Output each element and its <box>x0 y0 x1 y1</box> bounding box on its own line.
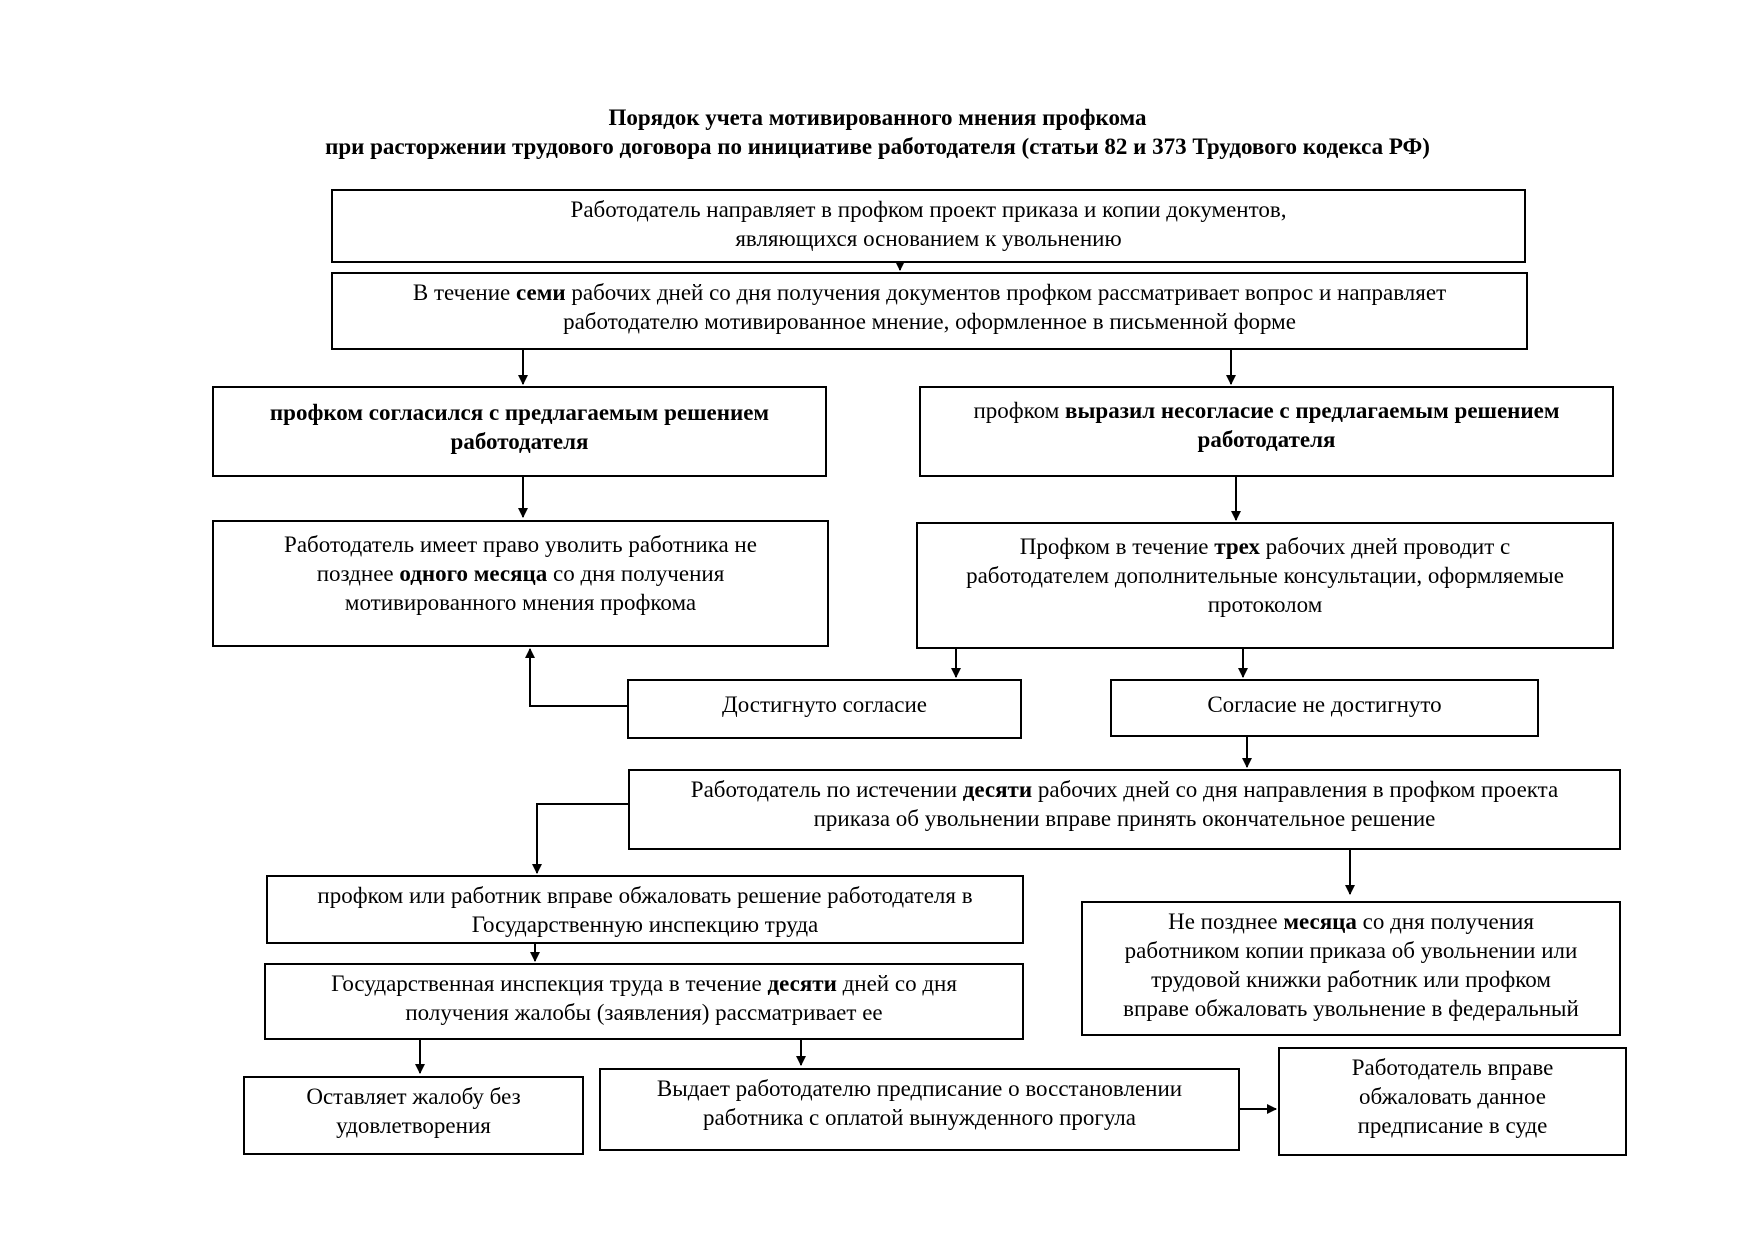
agreement-not-reached-box: Согласие не достигнуто <box>1110 679 1539 737</box>
box-text: Согласие не достигнуто <box>1207 692 1442 717</box>
emphasized-text: семи <box>516 280 566 305</box>
box-text-line: Достигнуто согласие <box>639 690 1010 719</box>
box-text-line: Профком в течение трех рабочих дней пров… <box>928 532 1602 561</box>
box-text: вправе обжаловать увольнение в федеральн… <box>1123 996 1579 1021</box>
box-text: позднее <box>316 561 400 586</box>
box-text: получения жалобы (заявления) рассматрива… <box>405 1000 883 1025</box>
step-send-documents-box: Работодатель направляет в профком проект… <box>331 189 1526 263</box>
box-text-line: работодателя <box>224 427 815 456</box>
box-text: работодателю мотивированное мнение, офор… <box>563 309 1296 334</box>
box-text-line: вправе обжаловать увольнение в федеральн… <box>1093 994 1609 1023</box>
box-text: Оставляет жалобу без <box>306 1084 521 1109</box>
box-text: Работодатель направляет в профком проект… <box>570 197 1287 222</box>
emphasized-text: работодателя <box>450 429 589 454</box>
box-text: со дня получения <box>547 561 725 586</box>
box-text-line: Работодатель по истечении десяти рабочих… <box>640 775 1609 804</box>
emphasized-text: выразил несогласие с предлагаемым решени… <box>1065 398 1560 423</box>
box-text-line: работодателю мотивированное мнение, офор… <box>343 307 1516 336</box>
union-agreed-box: профком согласился с предлагаемым решени… <box>212 386 827 477</box>
box-text-line: Работодатель вправе <box>1290 1053 1615 1082</box>
emphasized-text: одного месяца <box>399 561 548 586</box>
box-text-line: работником копии приказа об увольнении и… <box>1093 936 1609 965</box>
arrow-final-to-inspection-appeal <box>532 803 628 874</box>
emphasized-text: трех <box>1214 534 1260 559</box>
box-text: Профком в течение <box>1019 534 1215 559</box>
box-text-line: трудовой книжки работник или профком <box>1093 965 1609 994</box>
box-text-line: обжаловать данное <box>1290 1082 1615 1111</box>
box-text-line: позднее одного месяца со дня получения <box>224 559 817 588</box>
emphasized-text: десяти <box>767 971 837 996</box>
box-text-line: Выдает работодателю предписание о восста… <box>611 1074 1228 1103</box>
diagram-title-line-2: при расторжении трудового договора по ин… <box>325 134 1430 159</box>
box-text: рабочих дней со дня направления в профко… <box>1032 777 1559 802</box>
final-decision-ten-days-box: Работодатель по истечении десяти рабочих… <box>628 769 1621 850</box>
box-text-line: протоколом <box>928 590 1602 619</box>
box-text: являющихся основанием к увольнению <box>735 226 1122 251</box>
box-text-line: получения жалобы (заявления) рассматрива… <box>276 998 1012 1027</box>
box-text-line: мотивированного мнения профкома <box>224 588 817 617</box>
emphasized-text: работодателя <box>1197 427 1336 452</box>
box-text-line: Не позднее месяца со дня получения <box>1093 907 1609 936</box>
box-text-line: являющихся основанием к увольнению <box>343 224 1514 253</box>
box-text: Достигнуто согласие <box>722 692 927 717</box>
box-text-line: работника с оплатой вынужденного прогула <box>611 1103 1228 1132</box>
agreement-reached-box: Достигнуто согласие <box>627 679 1022 739</box>
box-text-line: Работодатель направляет в профком проект… <box>343 195 1514 224</box>
union-disagreed-box: профком выразил несогласие с предлагаемы… <box>919 386 1614 477</box>
box-text: обжаловать данное <box>1359 1084 1546 1109</box>
emphasized-text: профком согласился с предлагаемым решени… <box>269 400 770 425</box>
employer-court-appeal-box: Работодатель вправе обжаловать данное пред… <box>1278 1047 1627 1156</box>
box-text: Работодатель имеет право уволить работни… <box>284 532 757 557</box>
box-text: В течение <box>412 280 516 305</box>
box-text: приказа об увольнении вправе принять око… <box>813 806 1436 831</box>
box-text-line: работодателем дополнительные консультаци… <box>928 561 1602 590</box>
box-text: рабочих дней со дня получения документов… <box>565 280 1447 305</box>
box-text: работника с оплатой вынужденного прогула <box>703 1105 1136 1130</box>
box-text-line: приказа об увольнении вправе принять око… <box>640 804 1609 833</box>
box-text-line: работодателя <box>931 425 1602 454</box>
box-text-line: предписание в суде <box>1290 1111 1615 1140</box>
box-text: профком <box>973 398 1066 423</box>
box-text: работодателем дополнительные консультаци… <box>966 563 1564 588</box>
box-text: рабочих дней проводит с <box>1259 534 1511 559</box>
box-text-line: профком согласился с предлагаемым решени… <box>224 398 815 427</box>
emphasized-text: месяца <box>1283 909 1357 934</box>
box-text: Не позднее <box>1168 909 1284 934</box>
box-text: работником копии приказа об увольнении и… <box>1124 938 1578 963</box>
emphasized-text: десяти <box>962 777 1033 802</box>
appeal-to-inspection-box: профком или работник вправе обжаловать р… <box>266 875 1024 944</box>
box-text-line: Государственную инспекцию труда <box>278 910 1012 939</box>
box-text-line: Работодатель имеет право уволить работни… <box>224 530 817 559</box>
box-text-line: удовлетворения <box>255 1111 572 1140</box>
box-text-line: Государственная инспекция труда в течени… <box>276 969 1012 998</box>
step-review-seven-days-box: В течение семи рабочих дней со дня получ… <box>331 272 1528 350</box>
box-text: Работодатель по истечении <box>690 777 963 802</box>
box-text: Государственную инспекцию труда <box>471 912 819 937</box>
box-text: Работодатель вправе <box>1351 1055 1554 1080</box>
box-text: профком или работник вправе обжаловать р… <box>317 883 973 908</box>
box-text: мотивированного мнения профкома <box>344 590 697 615</box>
reinstatement-order-box: Выдает работодателю предписание о восста… <box>599 1068 1240 1151</box>
employer-may-dismiss-box: Работодатель имеет право уволить работни… <box>212 520 829 647</box>
box-text: Государственная инспекция труда в течени… <box>331 971 768 996</box>
box-text: дней со дня <box>836 971 957 996</box>
box-text: протоколом <box>1207 592 1323 617</box>
diagram-title-line-1: Порядок учета мотивированного мнения про… <box>608 105 1147 130</box>
box-text: Выдает работодателю предписание о восста… <box>656 1076 1183 1101</box>
consultations-three-days-box: Профком в течение трех рабочих дней пров… <box>916 522 1614 649</box>
complaint-rejected-box: Оставляет жалобу без удовлетворения <box>243 1076 584 1155</box>
box-text-line: профком или работник вправе обжаловать р… <box>278 881 1012 910</box>
box-text-line: Оставляет жалобу без <box>255 1082 572 1111</box>
arrow-agreement-to-dismiss <box>525 648 627 707</box>
box-text: трудовой книжки работник или профком <box>1151 967 1551 992</box>
box-text-line: В течение семи рабочих дней со дня получ… <box>343 278 1516 307</box>
box-text: удовлетворения <box>336 1113 491 1138</box>
inspection-review-ten-days-box: Государственная инспекция труда в течени… <box>264 963 1024 1040</box>
box-text: со дня получения <box>1356 909 1534 934</box>
box-text-line: Согласие не достигнуто <box>1122 690 1527 719</box>
box-text: предписание в суде <box>1357 1113 1548 1138</box>
box-text-line: профком выразил несогласие с предлагаемы… <box>931 396 1602 425</box>
